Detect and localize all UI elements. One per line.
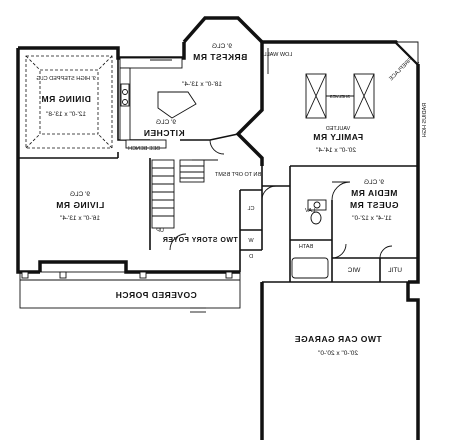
cl-label: CL xyxy=(247,206,254,212)
family-vault xyxy=(267,41,419,119)
bath-fixtures xyxy=(291,199,329,279)
living-name: LIVING RM xyxy=(56,200,104,210)
garage-dims: 20'-0" x 20'-0" xyxy=(317,350,358,357)
bench-label: BEE BENCH xyxy=(128,146,160,152)
family-ceiling: VAULTED xyxy=(326,126,351,132)
d-label: D xyxy=(249,254,253,260)
porch xyxy=(19,271,241,313)
living-dims: 16'-0" x 13'-4" xyxy=(59,215,100,222)
shelves-label: SHELVES xyxy=(330,94,350,99)
family-name: FAMILY RM xyxy=(313,132,363,142)
kitchen-name: KITCHEN xyxy=(143,128,184,138)
kitchen-ceiling: 9' CLG xyxy=(156,119,176,126)
bath-label: BATH xyxy=(299,244,313,250)
brkfst-ceiling: 9' CLG xyxy=(212,43,232,50)
family-dims: 20'-0" x 14'-4" xyxy=(315,147,356,154)
garage-name: TWO CAR GARAGE xyxy=(294,334,381,344)
stairs xyxy=(151,159,205,229)
living-ceiling: 9' CLG xyxy=(70,191,90,198)
foyer-name: TWO STORY FOYER xyxy=(162,237,237,244)
dining-name: DINING RM xyxy=(41,94,91,104)
walls xyxy=(16,16,420,440)
media-ceiling: 9' CLG xyxy=(364,179,384,186)
lav-label: LAV xyxy=(305,208,315,214)
media-dims: 11'-4" x 12'-0" xyxy=(352,215,392,222)
dining-ceiling xyxy=(25,55,113,149)
radius-label: RADIUS HGH xyxy=(422,103,428,138)
fireplace-label: FIREPLACE xyxy=(388,56,414,82)
low-wall-label: LOW WALL xyxy=(264,52,293,58)
wic-label: WIC xyxy=(347,267,360,274)
open-below-label: BN TO OPT BSMT xyxy=(214,172,261,178)
dining-dims: 12'-0" x 13'-8" xyxy=(45,111,86,118)
kitchen-fixtures xyxy=(119,57,197,149)
doors xyxy=(169,139,393,259)
labels: 9' CLG BRKFST RM 18'-0" x 13'-4" 9' HIGH… xyxy=(36,43,402,357)
brkfst-name: BRKFST RM xyxy=(193,52,248,62)
brkfst-dims: 18'-0" x 13'-4" xyxy=(181,81,222,88)
porch-label: COVERED PORCH xyxy=(115,290,197,300)
w-label: W xyxy=(248,238,254,244)
rotated-labels: FIREPLACE RADIUS HGH xyxy=(388,56,428,137)
media-alt-name: GUEST RM xyxy=(350,200,399,210)
dining-ceiling: 9' HIGH STEPPED CLG xyxy=(36,76,95,82)
util-label: UTIL xyxy=(388,267,402,274)
up-label: UP xyxy=(156,228,164,234)
media-name: MEDIA RM xyxy=(351,188,398,198)
